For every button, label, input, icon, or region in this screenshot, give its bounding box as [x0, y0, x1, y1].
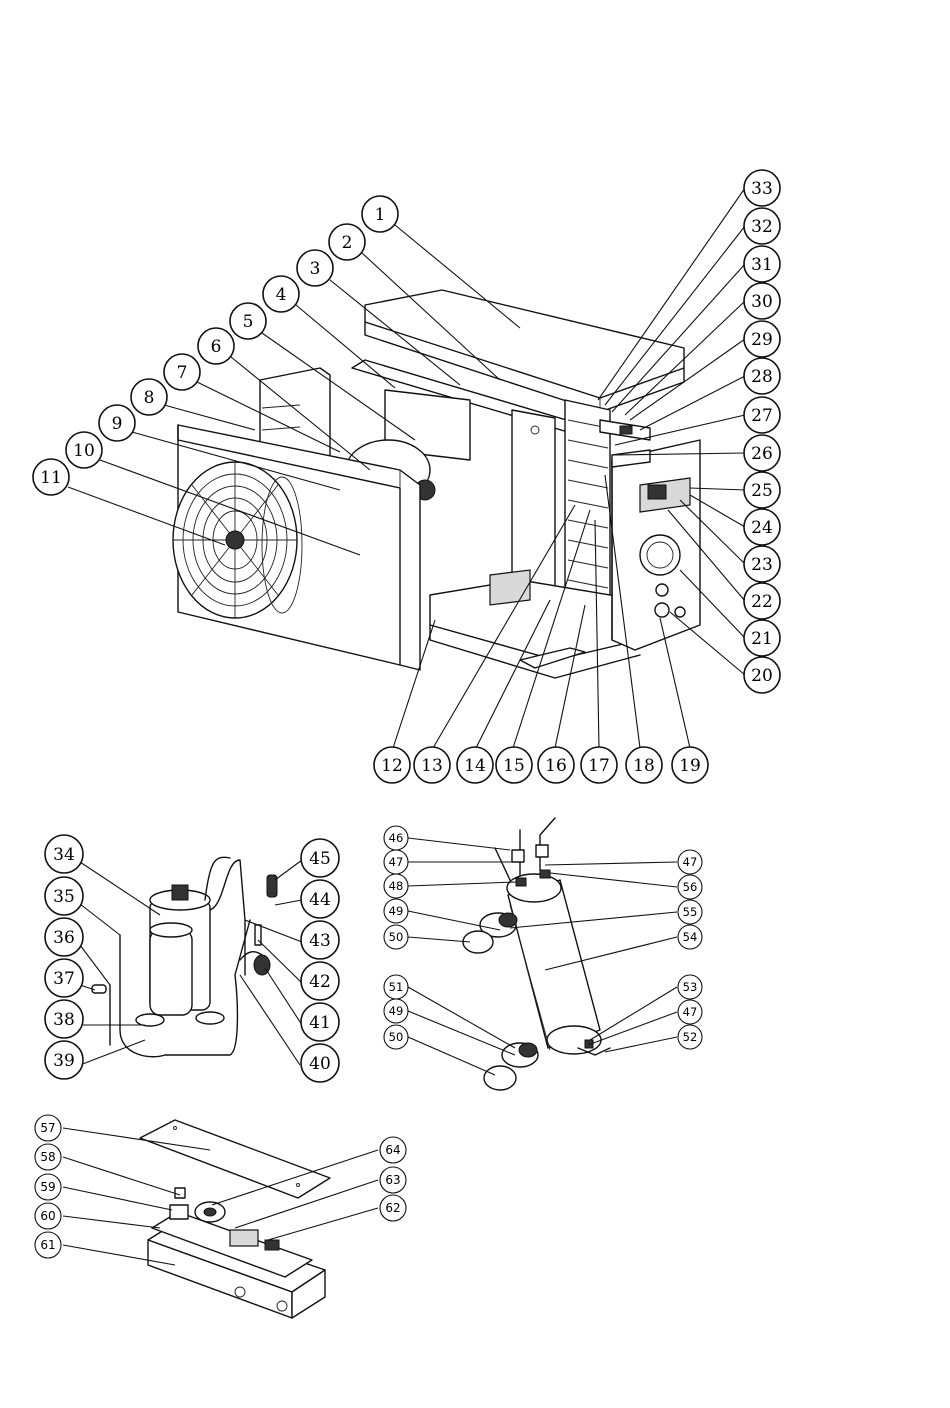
callout-1-text: 1 — [375, 205, 386, 225]
callout-36-text: 36 — [53, 928, 75, 948]
callout-3-text: 3 — [310, 259, 321, 279]
callout-47-a-text: 47 — [389, 855, 404, 869]
callout-32-text: 32 — [751, 217, 773, 237]
callout-6-text: 6 — [211, 337, 222, 357]
electrical-box-drawing — [140, 1120, 330, 1318]
callout-43-text: 43 — [309, 931, 331, 951]
callout-2-text: 2 — [342, 233, 353, 253]
callout-12-text: 12 — [381, 756, 403, 776]
callout-46-text: 46 — [389, 831, 404, 845]
callout-30-text: 30 — [751, 292, 773, 312]
callout-24-text: 24 — [751, 518, 773, 538]
callout-17-text: 17 — [588, 756, 610, 776]
main-assembly-drawing — [173, 290, 700, 678]
callout-47-c-text: 47 — [683, 1005, 698, 1019]
callout-26-text: 26 — [751, 444, 773, 464]
callout-9-text: 9 — [112, 414, 123, 434]
callout-15-text: 15 — [503, 756, 525, 776]
callout-61-text: 61 — [40, 1238, 55, 1252]
callout-50-b-text: 50 — [389, 1030, 404, 1044]
callout-11-text: 11 — [40, 468, 62, 488]
callout-27-text: 27 — [751, 406, 773, 426]
callout-5-text: 5 — [243, 312, 254, 332]
callout-13-text: 13 — [421, 756, 443, 776]
callout-62-text: 62 — [385, 1201, 400, 1215]
callout-59-text: 59 — [40, 1180, 55, 1194]
callout-42-text: 42 — [309, 972, 331, 992]
callout-19-text: 19 — [679, 756, 701, 776]
heat-exchanger-drawing — [463, 818, 610, 1090]
callout-63-text: 63 — [385, 1173, 400, 1187]
callout-14-text: 14 — [464, 756, 486, 776]
callout-47-b-text: 47 — [683, 855, 698, 869]
callout-48-text: 48 — [389, 879, 404, 893]
callout-50-a-text: 50 — [389, 930, 404, 944]
callout-40-text: 40 — [309, 1054, 331, 1074]
callout-49-a-text: 49 — [389, 904, 404, 918]
callout-54-text: 54 — [683, 930, 698, 944]
callout-60-text: 60 — [40, 1209, 55, 1223]
callout-8-text: 8 — [144, 388, 155, 408]
callout-64-text: 64 — [385, 1143, 400, 1157]
callout-52-text: 52 — [683, 1030, 698, 1044]
callout-51-text: 51 — [389, 980, 404, 994]
callout-31-text: 31 — [751, 255, 773, 275]
callout-21-text: 21 — [751, 629, 773, 649]
callout-57-text: 57 — [40, 1121, 55, 1135]
callout-10-text: 10 — [73, 441, 95, 461]
callout-35-text: 35 — [53, 887, 75, 907]
callout-7-text: 7 — [177, 363, 188, 383]
callout-28-text: 28 — [751, 367, 773, 387]
compressor-assembly-drawing — [92, 857, 277, 1056]
callout-4-text: 4 — [276, 285, 287, 305]
callout-53-text: 53 — [683, 980, 698, 994]
callout-41-text: 41 — [309, 1013, 331, 1033]
callout-20-text: 20 — [751, 666, 773, 686]
callout-29-text: 29 — [751, 330, 773, 350]
callout-23-text: 23 — [751, 555, 773, 575]
callout-58-text: 58 — [40, 1150, 55, 1164]
callout-45-text: 45 — [309, 849, 331, 869]
callout-37-text: 37 — [53, 969, 75, 989]
callout-34-text: 34 — [53, 845, 75, 865]
callout-55-text: 55 — [683, 905, 698, 919]
callout-33-text: 33 — [751, 179, 773, 199]
callout-18-text: 18 — [633, 756, 655, 776]
callout-25-text: 25 — [751, 481, 773, 501]
callout-56-text: 56 — [683, 880, 698, 894]
callout-44-text: 44 — [309, 890, 331, 910]
callout-38-text: 38 — [53, 1010, 75, 1030]
callout-22-text: 22 — [751, 592, 773, 612]
callout-16-text: 16 — [545, 756, 567, 776]
callout-49-b-text: 49 — [389, 1004, 404, 1018]
callout-39-text: 39 — [53, 1051, 75, 1071]
